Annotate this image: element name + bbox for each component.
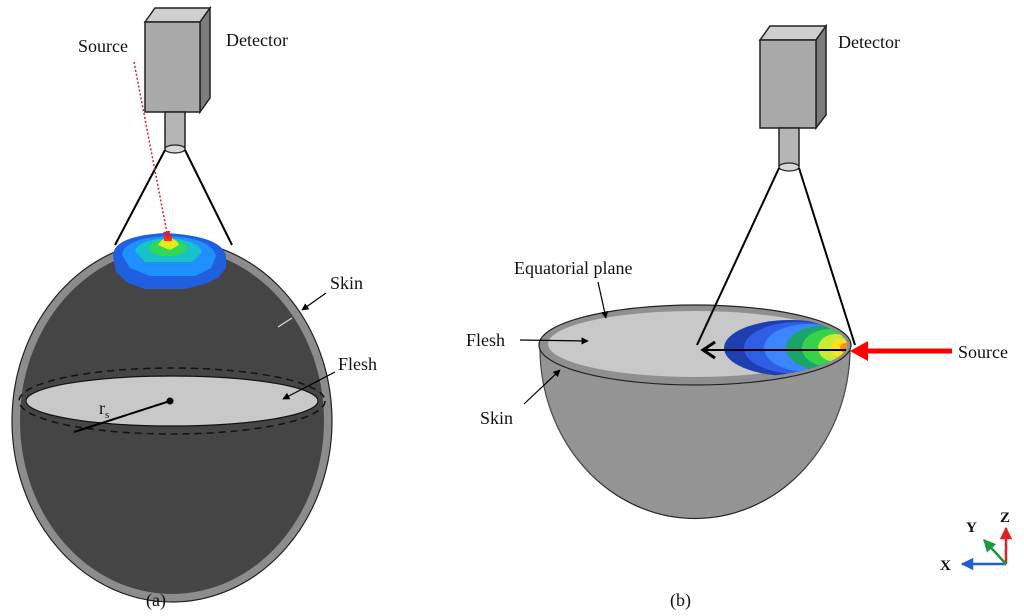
skin-label-b: Skin xyxy=(480,408,513,428)
caption-a: (a) xyxy=(146,590,166,611)
source-arrow-head-b xyxy=(850,341,868,361)
fov-line-left-a xyxy=(114,149,166,246)
flesh-label-a: Flesh xyxy=(338,354,377,374)
fov-line-right-a xyxy=(184,149,233,246)
fov-line-left-b xyxy=(696,167,780,346)
caption-b: (b) xyxy=(670,590,691,611)
equatorial-pointer-b xyxy=(597,281,609,319)
x-axis-label: X xyxy=(940,558,951,574)
hemisphere-edge-b xyxy=(540,348,850,518)
y-axis-arrow xyxy=(983,539,1007,565)
axes-triad: Z Y X xyxy=(940,510,1013,574)
flesh-label-b: Flesh xyxy=(466,330,505,350)
source-label-a: Source xyxy=(78,36,128,56)
radius-line-a xyxy=(73,400,171,433)
fov-line-right-b xyxy=(798,167,856,346)
flesh-pointer-b xyxy=(519,337,589,345)
hemisphere-b xyxy=(539,347,851,520)
skin-label-a: Skin xyxy=(330,273,363,293)
equatorial-label-b: Equatorial plane xyxy=(514,258,632,278)
source-arrow-a xyxy=(133,61,171,239)
skin-pointer-a-inner xyxy=(277,317,293,328)
beam-arrow-head-b xyxy=(700,340,716,360)
panel-a: rs Source Detector Skin Flesh (a) xyxy=(11,5,377,611)
flesh-pointer-a xyxy=(282,371,336,400)
detector-a xyxy=(143,5,212,154)
panel-b: Source Detector Equatorial plane Flesh S… xyxy=(466,23,1008,611)
center-dot-a xyxy=(166,397,174,405)
skin-pointer-a xyxy=(301,292,327,311)
detector-b xyxy=(758,23,828,172)
skin-pointer-b xyxy=(523,369,561,405)
z-axis-label: Z xyxy=(1000,510,1010,526)
detector-label-b: Detector xyxy=(838,32,900,52)
dose-cap-a xyxy=(113,233,226,289)
detector-label-a: Detector xyxy=(226,30,288,50)
source-label-b: Source xyxy=(958,342,1008,362)
y-axis-label: Y xyxy=(966,520,977,536)
radius-label-a: rs xyxy=(99,398,109,421)
